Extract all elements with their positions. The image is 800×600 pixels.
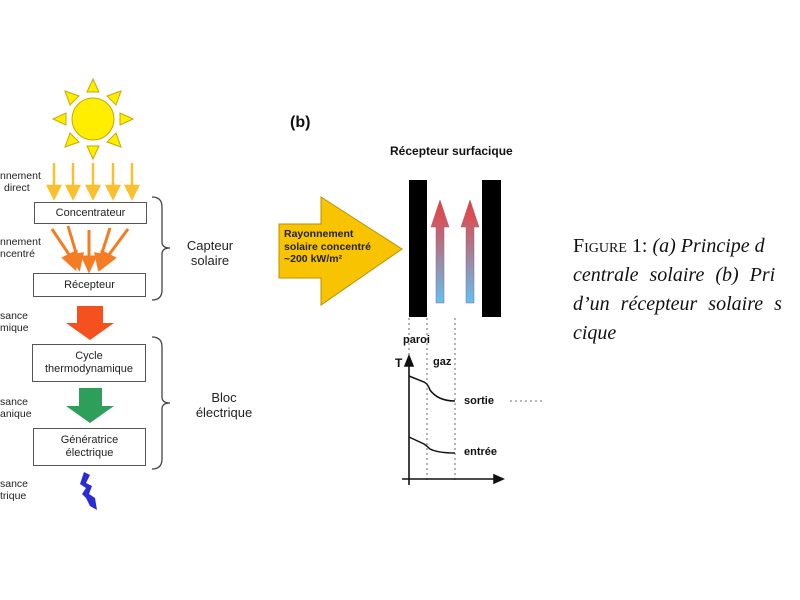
gaz-label: gaz [433,356,452,368]
capteur-brace [151,196,171,301]
label-line: électrique [195,405,253,420]
label-line: mique [0,322,29,334]
label-puissance-electrique: sance trique [0,478,28,502]
label-line: anique [0,408,32,420]
figure-caption: Figure 1: (a) Principe d centrale solair… [573,232,782,348]
caption-line: d’un récepteur solaire s [573,290,782,319]
caption-text: d’un récepteur solaire s [573,293,782,315]
panel-b-title: Récepteur surfacique [390,144,513,158]
entree-label: entrée [464,446,498,458]
label-line: sance [0,478,29,490]
concentrateur-box: Concentrateur [34,202,147,224]
direct-rays-arrows [45,163,141,201]
caption-text: centrale solaire (b) Pri [573,264,776,286]
box-label: Concentrateur [55,206,126,219]
receiver-wall-right [482,180,501,317]
concentrated-radiation-arrow [278,196,403,306]
receiver-wall-left [409,180,427,317]
box-label: thermodynamique [44,363,134,375]
cycle-box: Cycle thermodynamique [32,344,146,382]
sortie-label: sortie [464,395,494,407]
temperature-graph-axes [402,353,505,485]
label-line: Bloc [211,390,237,405]
label-line: Capteur [186,238,234,253]
box-label: Cycle [75,350,103,362]
t-axis-label: T [395,356,403,370]
label-line: trique [0,490,27,502]
caption-text: cique [573,322,617,344]
bloc-electrique-label: Bloc électrique [186,390,262,420]
label-line: sance [0,396,29,408]
box-label: Génératrice [60,434,119,446]
label-line: direct [4,182,30,194]
label-line: Rayonnement [284,228,354,240]
box-label: Récepteur [64,278,115,291]
label-line: sance [0,310,29,322]
box-label: électrique [65,447,114,459]
concentrated-rays-arrows [50,225,130,274]
label-line: solaire [190,253,230,268]
label-puissance-mecanique: sance anique [0,396,32,420]
label-line: ncentré [0,248,36,260]
label-rayonnement-concentre: nnement ncentré [0,236,41,260]
gas-flow-arrows [430,199,480,304]
label-puissance-thermique: sance mique [0,310,29,334]
figure-label: Figure 1: [573,235,648,257]
bloc-brace [151,336,171,470]
label-line: solaire concentré [284,240,371,253]
recepteur-box: Récepteur [33,273,146,297]
thermal-power-arrow [66,306,114,340]
curve-entree [408,436,456,454]
caption-line: cique [573,319,782,348]
label-line: nnement [0,170,41,182]
label-line: ~200 kW/m² [284,253,343,265]
sun-icon [51,77,135,161]
arrow-text: Rayonnement solaire concentré ~200 kW/m² [284,228,371,266]
label-rayonnement-direct: nnement direct [0,170,41,194]
caption-line: centrale solaire (b) Pri [573,261,782,290]
caption-text: (a) Principe d [652,235,765,257]
paroi-label: paroi [403,334,430,346]
panel-b-label: (b) [290,114,311,131]
label-line: nnement [0,236,41,248]
caption-line: Figure 1: (a) Principe d [573,232,782,261]
lightning-icon [80,472,97,510]
capteur-solaire-label: Capteur solaire [180,238,240,268]
mechanical-power-arrow [66,388,114,423]
curve-sortie [408,375,456,402]
generatrice-box: Génératrice électrique [33,428,146,466]
